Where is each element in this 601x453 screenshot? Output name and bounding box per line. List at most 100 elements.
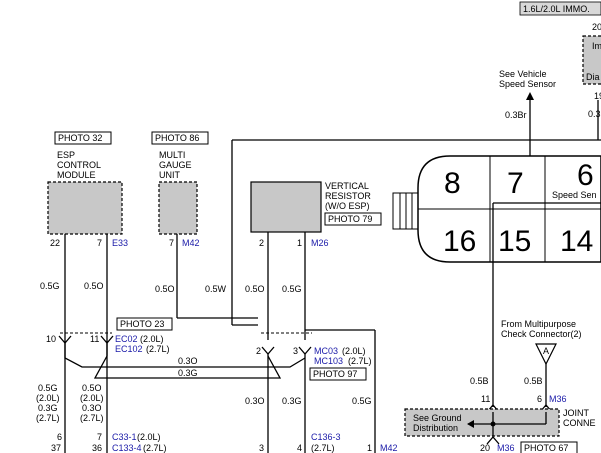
wire-label-gauge: 0.5O [155,284,175,294]
vss-label-1: See Vehicle [499,69,547,79]
gauge-unit-box [158,181,198,235]
c-pin-37: 37 [51,443,61,453]
photo-67-label [520,441,578,453]
multipurpose-label-2: Check Connector(2) [501,329,582,339]
wire-label-j2: 0.5B [524,376,543,386]
mc-pin-3-icon [298,346,312,355]
mc-pin-3: 3 [293,346,298,356]
wire-label-j1: 0.5B [470,376,489,386]
ec-connector-1: EC02 [115,334,138,344]
resistor-pin-2: 2 [259,238,264,248]
wire-label-l2a: (2.0L) [80,393,104,403]
joint-pin-20: 20 [480,443,490,453]
wire-label-l1c: (2.7L) [36,413,60,423]
b-connector-sub: (2.7L) [311,443,335,453]
cross-wire-g [93,343,282,379]
photo-97-label [309,367,367,381]
joint-label-1: JOINT [563,408,590,418]
cluster-pin-16: 16 [443,225,476,258]
right-module-label-2: Dia [586,72,600,82]
vss-arrow-icon [526,92,534,100]
vss-wire-label: 0.3Br [505,110,527,120]
wire-label-cross-o: 0.3O [178,356,198,366]
wire-label-esp-7: 0.5O [84,281,104,291]
wire-label-l2c: (2.7L) [80,413,104,423]
c-pin-36: 36 [92,443,102,453]
photo-97: PHOTO 97 [313,369,357,379]
wire-label-cross-g: 0.3G [178,368,198,378]
photo-32: PHOTO 32 [58,133,102,143]
ec-pin-11: 11 [90,334,99,344]
multipurpose-label-1: From Multipurpose [501,319,576,329]
b-connector: C136-3 [311,432,341,442]
resistor-label-2: RESISTOR [325,191,371,201]
terminal-a: A [543,346,549,356]
photo-86: PHOTO 86 [155,133,199,143]
resistor-pin-1: 1 [297,238,302,248]
wire-label-esp-22: 0.5G [40,281,60,291]
wire-label-l1a: (2.0L) [36,393,60,403]
mc-pin-2: 2 [256,346,261,356]
photo-23-label [116,317,173,331]
engine-label-box [519,1,601,16]
gauge-connector: M42 [182,238,200,248]
ground-arrow-icon [467,420,474,428]
c-connector-1-sub: (2.0L) [137,432,161,442]
cluster-pin-14: 14 [560,225,593,258]
resistor-label-3: (W/O ESP) [325,201,370,211]
gauge-label-2: GAUGE [159,160,192,170]
cross-wire-o [64,343,306,368]
photo-79: PHOTO 79 [328,214,372,224]
c-connector-2-sub: (2.7L) [143,443,167,453]
vertical-resistor-box [250,181,322,233]
mc-connector-2: MC103 [314,356,343,366]
mc-pin-2-icon [261,346,275,355]
wire-label-b1: 0.3O [245,396,265,406]
joint-connector-2: M36 [497,443,515,453]
b-pin-3: 3 [259,443,264,453]
wire-label-l1b: 0.3G [38,403,58,413]
esp-module-box [47,181,123,235]
cluster-pin-7: 7 [507,167,524,200]
photo-79-label [324,212,382,226]
cluster-pin-6: 6 [577,159,594,192]
gauge-pin-7: 7 [169,238,174,248]
cluster-pin-8: 8 [444,167,461,200]
right-module-label-1: Im [592,41,601,51]
ec-connector-2: EC102 [115,344,143,354]
m-connector: M42 [380,443,398,453]
resistor-connector: M26 [311,238,329,248]
c-connector-1: C33-1 [112,432,137,442]
esp-pin-22: 22 [50,238,60,248]
right-module-box [582,35,601,85]
ground-label-1: See Ground [413,413,462,423]
photo-23: PHOTO 23 [120,319,164,329]
esp-label-2: CONTROL [57,160,101,170]
c-connector-2: C133-4 [112,443,142,453]
right-pin-20: 20 [592,22,601,32]
gauge-label-1: MULTI [159,150,185,160]
ec-connector-2-sub: (2.7L) [146,344,170,354]
right-pin-19: 19 [594,91,601,101]
joint-connector: M36 [549,394,567,404]
gauge-label-3: UNIT [159,170,180,180]
wire-label-res-1: 0.5G [282,284,302,294]
engine-label: 1.6L/2.0L IMMO. [523,4,590,14]
c-pin-7: 7 [97,432,102,442]
esp-connector: E33 [112,238,128,248]
vss-label-2: Speed Sensor [499,79,556,89]
ground-label-2: Distribution [413,423,458,433]
mc-connector-1-sub: (2.0L) [342,346,366,356]
esp-label-3: MODULE [57,170,96,180]
joint-label-2: CONNE [563,418,596,428]
wire-label-loop: 0.5W [205,284,227,294]
wire-label-l1: 0.5G [38,383,58,393]
m-pin-1: 1 [367,443,372,453]
resistor-label-1: VERTICAL [325,181,369,191]
wire-label-b3: 0.5G [352,396,372,406]
right-wire-label: 0.3 [588,109,601,119]
cluster-pin-15: 15 [498,225,531,258]
ec-connector-1-sub: (2.0L) [140,334,164,344]
c-pin-6: 6 [57,432,62,442]
